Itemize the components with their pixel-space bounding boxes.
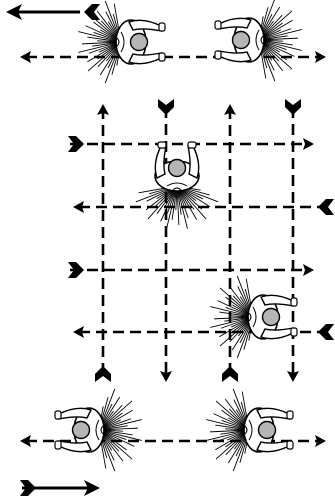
figure-bottom-right — [206, 389, 293, 471]
person-hand — [291, 298, 297, 306]
lane-tail — [318, 324, 334, 340]
person-head — [169, 160, 186, 177]
motion-burst — [99, 389, 142, 471]
person-hand — [158, 142, 166, 148]
figure-center — [136, 142, 218, 229]
vertical-lane-4 — [285, 99, 301, 382]
person-hand — [55, 411, 61, 419]
person-arm — [59, 441, 91, 452]
person-head — [259, 422, 276, 439]
lane-tail — [222, 366, 238, 382]
motion-burst — [210, 276, 253, 358]
lane-arrowhead — [303, 264, 314, 276]
person-head — [233, 32, 250, 49]
motion-burst — [78, 1, 121, 83]
person-hand — [188, 142, 196, 148]
figure-mid-right — [210, 276, 297, 358]
lane-tail — [158, 99, 174, 115]
person-hand — [215, 21, 221, 29]
person-hand — [291, 328, 297, 336]
person-hand — [287, 441, 293, 449]
horizontal-lane-3 — [68, 262, 314, 278]
person-top-view — [155, 142, 199, 191]
lane-arrowhead — [303, 138, 314, 150]
person-top-view — [55, 408, 104, 452]
lane-tail — [318, 199, 334, 215]
person-hand — [159, 53, 165, 61]
figures-layer — [55, 0, 302, 471]
person-arm — [129, 20, 161, 31]
person-top-view — [116, 20, 165, 64]
person-hand — [215, 51, 221, 59]
lane-tail — [285, 99, 301, 115]
person-arm — [261, 295, 293, 306]
vertical-lane-1 — [95, 104, 111, 382]
person-arm — [219, 18, 251, 29]
person-top-view — [215, 18, 264, 62]
person-top-view — [248, 295, 297, 339]
lane-tail — [95, 366, 111, 382]
outer-lane-top — [20, 51, 326, 63]
person-top-view — [244, 408, 293, 452]
person-head — [131, 34, 148, 51]
legend-arrow-bottom-left — [20, 480, 100, 496]
person-arm — [261, 328, 293, 339]
lanes-layer — [20, 51, 334, 447]
person-head — [73, 422, 90, 439]
person-arm — [129, 53, 161, 64]
motion-burst — [259, 0, 302, 81]
person-hand — [287, 411, 293, 419]
person-hand — [159, 23, 165, 31]
vertical-lane-3 — [222, 104, 238, 382]
person-arm — [257, 408, 289, 419]
legend-arrow-top-left — [6, 4, 100, 20]
motion-burst — [206, 389, 249, 471]
person-hand — [55, 441, 61, 449]
figure-top-right — [215, 0, 302, 81]
figure-bottom-left — [55, 389, 142, 471]
person-arm — [257, 441, 289, 452]
person-arm — [155, 146, 166, 178]
person-arm — [219, 51, 251, 62]
person-arm — [188, 146, 199, 178]
person-arm — [59, 408, 91, 419]
person-head — [263, 309, 280, 326]
horizontal-lane-2 — [73, 199, 334, 215]
